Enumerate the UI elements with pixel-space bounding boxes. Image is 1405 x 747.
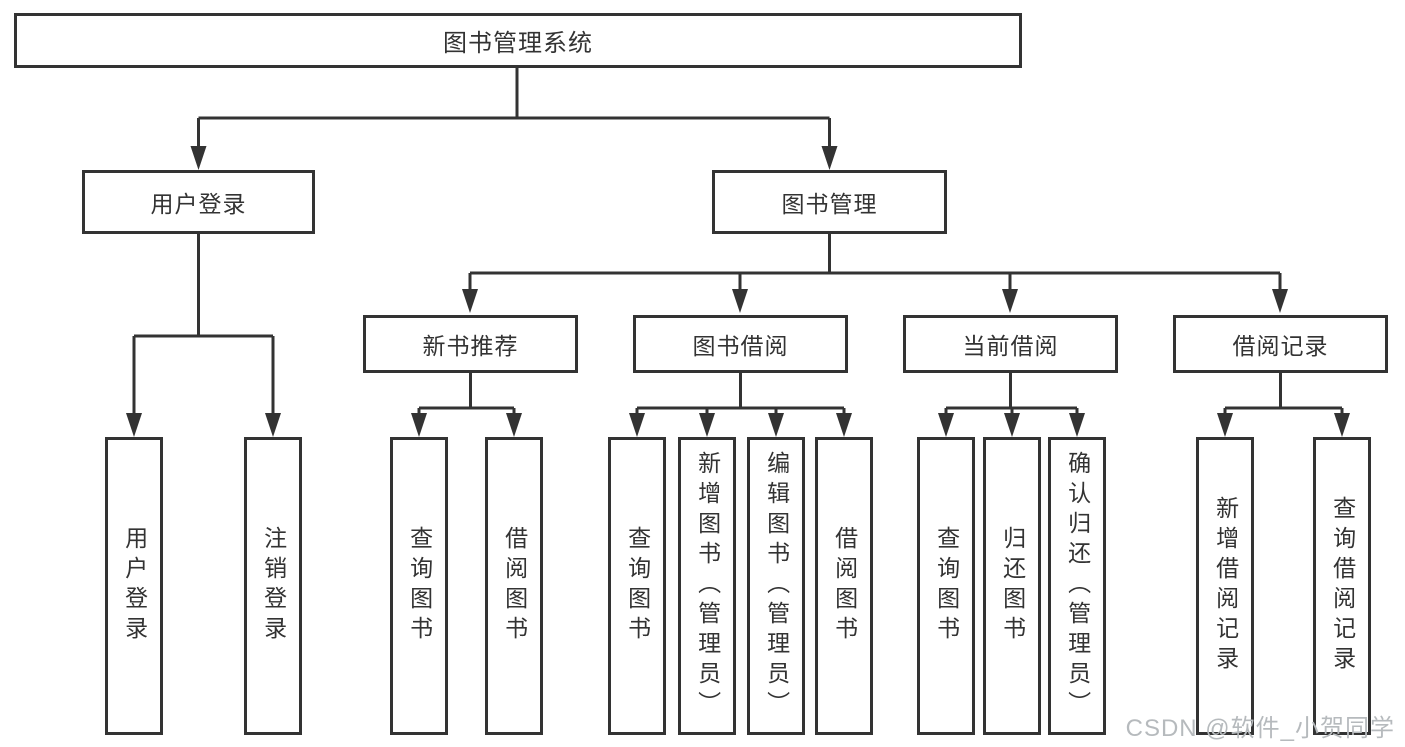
leaf-label: 查询图书 — [624, 526, 651, 646]
node-book-borrow: 图书借阅 — [633, 315, 848, 373]
arrow-down-icon — [1334, 413, 1350, 437]
node-new-book-recommend: 新书推荐 — [363, 315, 578, 373]
arrow-down-icon — [1272, 289, 1288, 313]
leaf-borrow-books-recommend: 借阅图书 — [485, 437, 543, 735]
node-book-management: 图书管理 — [712, 170, 947, 234]
leaf-add-borrow-record: 新增借阅记录 — [1196, 437, 1254, 735]
arrow-down-icon — [938, 413, 954, 437]
leaf-edit-book-admin: 编辑图书（管理员） — [747, 437, 805, 735]
leaf-add-book-admin: 新增图书（管理员） — [678, 437, 736, 735]
leaf-label: 归还图书 — [999, 526, 1026, 646]
leaf-label: 新增借阅记录 — [1212, 496, 1239, 676]
connector-current-group — [944, 373, 1079, 415]
arrow-down-icon — [462, 289, 478, 313]
leaf-return-book: 归还图书 — [983, 437, 1041, 735]
node-user-login: 用户登录 — [82, 170, 315, 234]
connector-root-to-level2 — [197, 68, 831, 148]
arrow-down-icon — [506, 413, 522, 437]
leaf-label: 查询图书 — [933, 526, 960, 646]
leaf-label: 新增图书（管理员） — [694, 451, 721, 721]
leaf-query-books-recommend: 查询图书 — [390, 437, 448, 735]
node-current-borrow: 当前借阅 — [903, 315, 1118, 373]
leaf-label: 编辑图书（管理员） — [763, 451, 790, 721]
connector-new-book-group — [417, 373, 516, 415]
arrow-down-icon — [190, 146, 207, 170]
connector-record-group — [1223, 373, 1344, 415]
leaf-label: 查询图书 — [406, 526, 433, 646]
arrow-down-icon — [126, 413, 142, 437]
leaf-borrow-book: 借阅图书 — [815, 437, 873, 735]
leaf-label: 用户登录 — [121, 526, 148, 646]
leaf-label: 确认归还（管理员） — [1064, 451, 1091, 721]
leaf-user-login: 用户登录 — [105, 437, 163, 735]
arrow-down-icon — [821, 146, 838, 170]
leaf-query-books-current: 查询图书 — [917, 437, 975, 735]
leaf-query-borrow-record: 查询借阅记录 — [1313, 437, 1371, 735]
leaf-label: 注销登录 — [260, 526, 287, 646]
arrow-down-icon — [1069, 413, 1085, 437]
arrow-down-icon — [699, 413, 715, 437]
connector-borrow-group — [635, 373, 846, 415]
node-borrow-record: 借阅记录 — [1173, 315, 1388, 373]
connector-book-mgmt — [468, 234, 1282, 291]
arrow-down-icon — [265, 413, 281, 437]
leaf-label: 借阅图书 — [831, 526, 858, 646]
leaf-confirm-return-admin: 确认归还（管理员） — [1048, 437, 1106, 735]
arrow-down-icon — [629, 413, 645, 437]
arrow-down-icon — [732, 289, 748, 313]
arrow-down-icon — [1002, 289, 1018, 313]
connector-user-login — [132, 234, 275, 415]
arrow-down-icon — [836, 413, 852, 437]
csdn-watermark: CSDN @软件_小贺同学 — [1125, 715, 1395, 742]
arrow-down-icon — [411, 413, 427, 437]
arrow-down-icon — [1217, 413, 1233, 437]
leaf-logout: 注销登录 — [244, 437, 302, 735]
leaf-query-books-borrow: 查询图书 — [608, 437, 666, 735]
arrow-down-icon — [768, 413, 784, 437]
leaf-label: 查询借阅记录 — [1329, 496, 1356, 676]
node-root-system: 图书管理系统 — [14, 13, 1022, 68]
leaf-label: 借阅图书 — [501, 526, 528, 646]
arrow-down-icon — [1004, 413, 1020, 437]
